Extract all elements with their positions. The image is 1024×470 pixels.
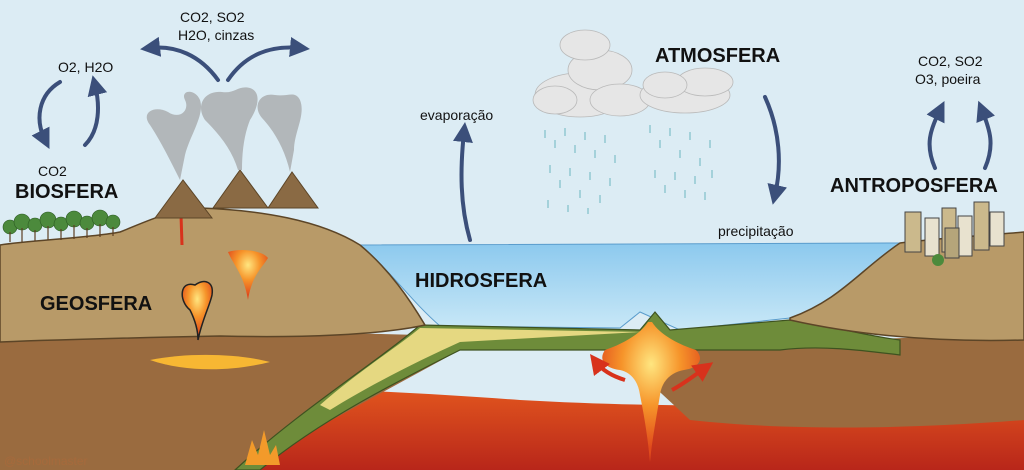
gas-biosfera-top: O2, H2O (58, 59, 113, 75)
gas-antro-line2: O3, poeira (915, 71, 981, 87)
volcano-icon (267, 171, 319, 209)
building-icon (904, 201, 1005, 259)
label-antroposfera: ANTROPOSFERA (830, 175, 998, 197)
gas-antro-line1: CO2, SO2 (918, 53, 983, 69)
tree-icon (932, 254, 944, 266)
lower-crust-left (0, 332, 460, 470)
gas-volcano-line1: CO2, SO2 (180, 9, 245, 25)
label-evaporacao: evaporação (420, 107, 493, 123)
gas-volcano-line2: H2O, cinzas (178, 27, 254, 43)
label-precipitacao: precipitação (718, 223, 794, 239)
lower-crust-right (620, 335, 1024, 428)
rain-icon (544, 125, 713, 214)
smoke-plumes (146, 87, 302, 180)
convection-arrow (671, 362, 714, 392)
magma-blob-1 (181, 280, 214, 341)
convection-arrow (589, 354, 626, 382)
arrow-icon (31, 36, 995, 242)
flame (245, 430, 280, 465)
label-hidrosfera: HIDROSFERA (415, 270, 547, 292)
label-biosfera: BIOSFERA (15, 181, 118, 203)
sediment-layer (320, 328, 640, 410)
cloud-icon (639, 67, 734, 114)
volcano-icon (154, 179, 214, 219)
magma-plume (602, 322, 700, 462)
magma-blob-2 (228, 250, 268, 300)
label-atmosfera: ATMOSFERA (655, 45, 780, 67)
cloud-icon (532, 29, 651, 118)
gas-biosfera-bottom: CO2 (38, 163, 67, 179)
tree-trunks (9, 224, 114, 242)
magma-lens (150, 354, 270, 370)
label-geosfera: GEOSFERA (40, 293, 152, 315)
volcano-icon (212, 169, 269, 209)
watermark: @schoolmaster (4, 454, 88, 468)
left-continent (0, 207, 427, 343)
